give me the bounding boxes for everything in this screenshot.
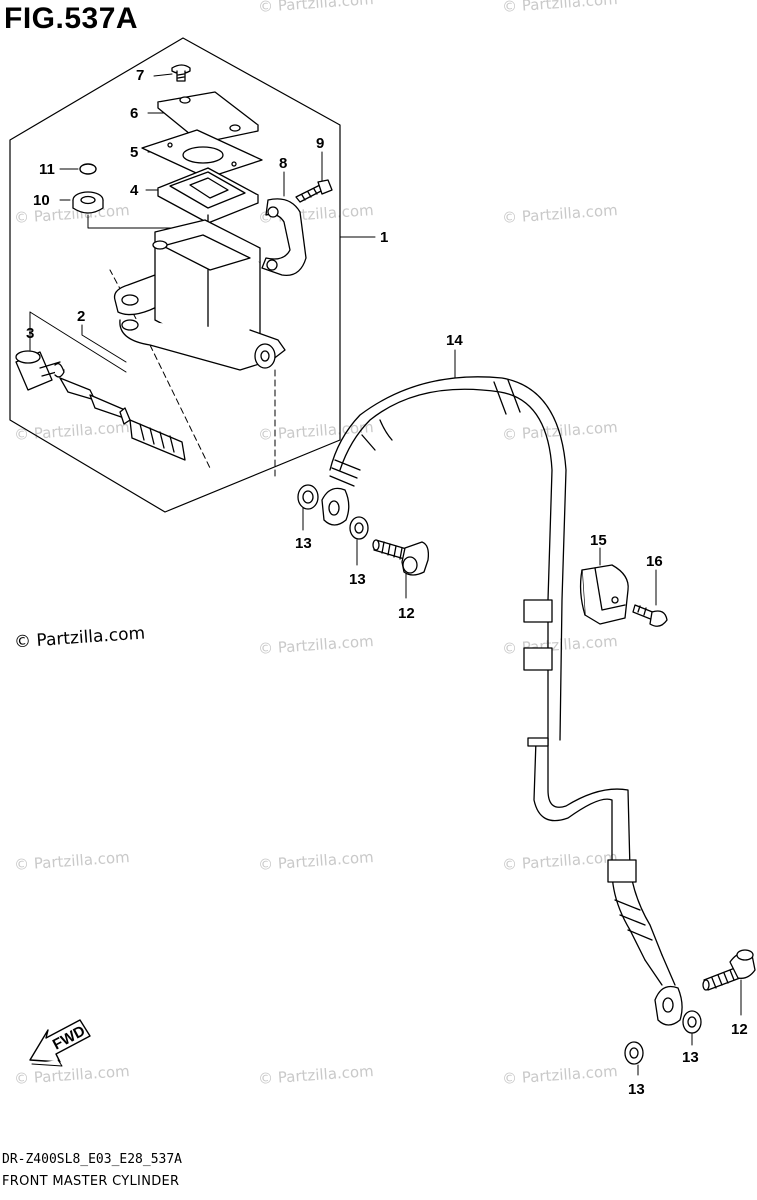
callout-1: 1 xyxy=(380,229,388,246)
callout-5: 5 xyxy=(130,144,138,161)
brake-hose-14 xyxy=(321,376,683,1026)
callout-12: 12 xyxy=(731,1021,748,1038)
callout-9: 9 xyxy=(316,135,324,152)
piston-kit-2 xyxy=(15,350,186,461)
callout-13: 13 xyxy=(295,535,312,552)
callout-13: 13 xyxy=(349,571,366,588)
diagram-code: DR-Z400SL8_E03_E28_537A xyxy=(2,1152,183,1167)
diagram-caption: FRONT MASTER CYLINDER xyxy=(2,1174,180,1189)
banjo-bolt-12 xyxy=(702,949,756,991)
callout-15: 15 xyxy=(590,532,607,549)
leader-lines xyxy=(29,73,742,1076)
assembly-outline xyxy=(9,37,341,513)
callout-2: 2 xyxy=(77,308,85,325)
washer-13 xyxy=(297,484,319,510)
screw-7 xyxy=(171,64,191,82)
clip-11 xyxy=(79,163,97,175)
callout-13: 13 xyxy=(628,1081,645,1098)
washer-13 xyxy=(624,1041,644,1065)
bolt-9 xyxy=(295,179,333,203)
master-cylinder-1 xyxy=(113,219,286,371)
callout-14: 14 xyxy=(446,332,463,349)
callout-7: 7 xyxy=(136,67,144,84)
callout-3: 3 xyxy=(26,325,34,342)
diaphragm-plate-5 xyxy=(141,129,263,179)
washer-13 xyxy=(349,516,369,540)
banjo-bolt-12 xyxy=(372,539,430,576)
screw-16 xyxy=(632,604,668,627)
callout-4: 4 xyxy=(130,182,139,199)
diaphragm-4 xyxy=(157,167,259,224)
callout-11: 11 xyxy=(39,161,55,178)
forward-arrow xyxy=(29,1019,91,1067)
washer-13 xyxy=(682,1010,702,1034)
reservoir-cap-6 xyxy=(157,91,259,144)
figure-title: FIG.537A xyxy=(4,2,139,35)
hose-clamp-15 xyxy=(579,564,629,625)
callout-16: 16 xyxy=(646,553,663,570)
clamp-8 xyxy=(261,198,307,277)
callout-6: 6 xyxy=(130,105,138,122)
boot-10 xyxy=(72,191,104,214)
callout-13: 13 xyxy=(682,1049,699,1066)
callout-8: 8 xyxy=(279,155,287,172)
callout-12: 12 xyxy=(398,605,415,622)
callout-10: 10 xyxy=(33,192,50,209)
